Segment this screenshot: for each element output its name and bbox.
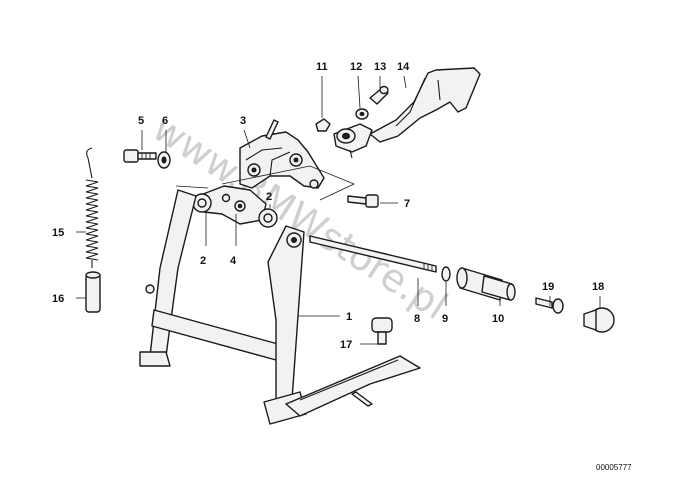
washer-6 [157,151,171,169]
callout-2-lower: 2 [200,255,206,267]
callout-4: 4 [230,255,237,267]
sleeve-16 [85,271,101,313]
side-stand-lever [333,67,481,159]
callout-1: 1 [346,311,352,323]
callout-11: 11 [316,61,328,73]
callout-19: 19 [542,281,554,293]
main-stand-1 [139,189,421,425]
callout-5: 5 [138,115,144,127]
spring-15 [85,147,99,268]
callout-17: 17 [340,339,352,351]
plate-4 [175,185,267,225]
callout-16: 16 [52,293,64,305]
ring-9 [441,266,451,282]
callout-7: 7 [404,198,410,210]
plug-11 [315,118,331,132]
bolt-13 [369,85,389,105]
drawing-code: 00005777 [596,463,632,472]
callouts: 11 12 13 14 5 6 3 2 2 4 7 15 16 1 8 9 10… [52,61,604,351]
screw-7 [347,194,379,208]
callout-13: 13 [374,61,386,73]
callout-14: 14 [397,61,410,73]
bracket-3 [221,119,355,201]
callout-15: 15 [52,227,64,239]
callout-12: 12 [350,61,362,73]
screw-19 [535,297,564,314]
callout-6: 6 [162,115,168,127]
callout-10: 10 [492,313,504,325]
buffer-17 [371,317,393,345]
callout-8: 8 [414,313,420,325]
bush-10 [456,267,516,301]
axle-8 [309,235,437,273]
callout-9: 9 [442,313,448,325]
nut-12 [355,108,369,120]
cap-18 [583,307,615,333]
bush-2-right [258,208,278,228]
callout-2-upper: 2 [266,191,272,203]
callout-18: 18 [592,281,604,293]
leader-lines [76,75,601,345]
callout-3: 3 [240,115,246,127]
bolt-5 [123,149,157,163]
